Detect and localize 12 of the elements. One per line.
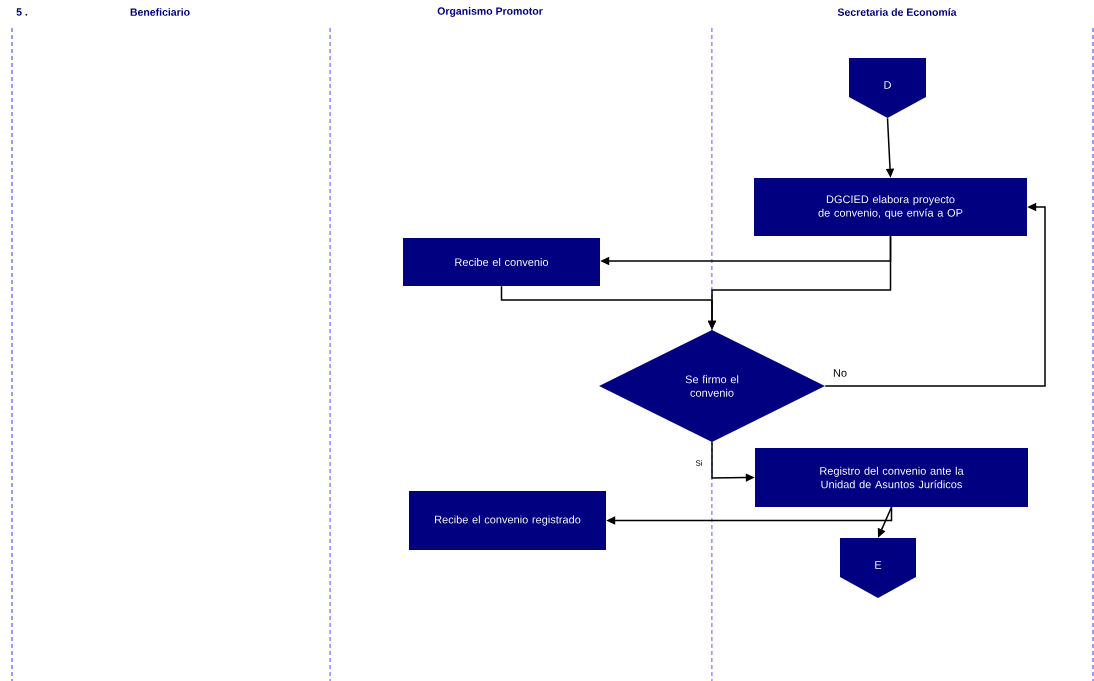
lane-header: Beneficiario xyxy=(130,8,190,16)
lane-header: Organismo Promotor xyxy=(437,7,543,17)
edge-label: Si xyxy=(694,459,704,467)
edge-label: No xyxy=(832,368,849,378)
process-box: Recibe el convenio registrado xyxy=(409,491,606,550)
off-page-connector: D xyxy=(849,58,926,118)
process-box: DGCIED elabora proyecto de convenio, que envía a OP xyxy=(754,178,1027,236)
lane-header: Secretaria de Economía xyxy=(837,8,957,16)
lane-header: 5 . xyxy=(16,8,28,16)
off-page-connector: E xyxy=(840,538,916,598)
process-box: Recibe el convenio xyxy=(403,238,600,286)
process-box: Registro del convenio ante la Unidad de Asuntos Jurídicos xyxy=(755,448,1028,507)
